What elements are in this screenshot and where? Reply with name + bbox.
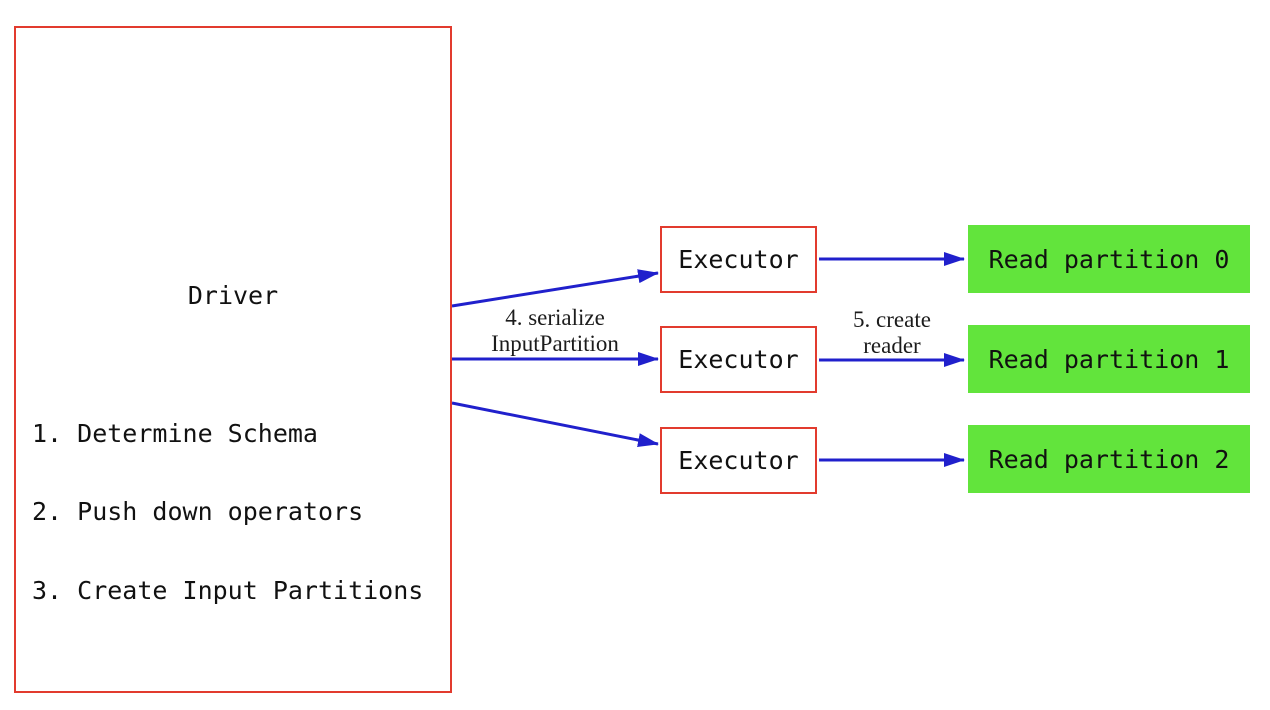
edge-label-create-reader: 5. create reader (812, 307, 972, 359)
edge-label-serialize-inputpartition: 4. serialize InputPartition (455, 305, 655, 357)
edge-label-serialize-line2: InputPartition (491, 331, 619, 356)
arrow-driver-to-executor-1 (451, 269, 659, 308)
executor-box-2: Executor (660, 326, 817, 393)
read-partition-label-1: Read partition 1 (988, 344, 1230, 374)
edge-label-create-reader-line1: 5. create (853, 307, 931, 332)
executor-label-1: Executor (678, 245, 799, 274)
arrow-driver-to-executor-3 (451, 401, 659, 447)
driver-step-3: 3. Create Input Partitions (32, 576, 424, 606)
driver-step-2: 2. Push down operators (32, 497, 364, 527)
edge-label-serialize-line1: 4. serialize (505, 305, 605, 330)
executor-label-2: Executor (678, 345, 799, 374)
read-partition-label-0: Read partition 0 (988, 244, 1230, 274)
read-partition-box-0: Read partition 0 (968, 225, 1250, 293)
read-partition-label-2: Read partition 2 (988, 444, 1230, 474)
driver-steps: 1. Determine Schema 2. Push down operato… (32, 368, 423, 657)
executor-label-3: Executor (678, 446, 799, 475)
driver-step-1: 1. Determine Schema (32, 418, 318, 448)
driver-title: Driver (187, 281, 279, 310)
driver-box: Driver 1. Determine Schema 2. Push down … (14, 26, 452, 693)
read-partition-box-2: Read partition 2 (968, 425, 1250, 493)
executor-box-3: Executor (660, 427, 817, 494)
edge-label-create-reader-line2: reader (863, 333, 921, 358)
read-partition-box-1: Read partition 1 (968, 325, 1250, 393)
executor-box-1: Executor (660, 226, 817, 293)
